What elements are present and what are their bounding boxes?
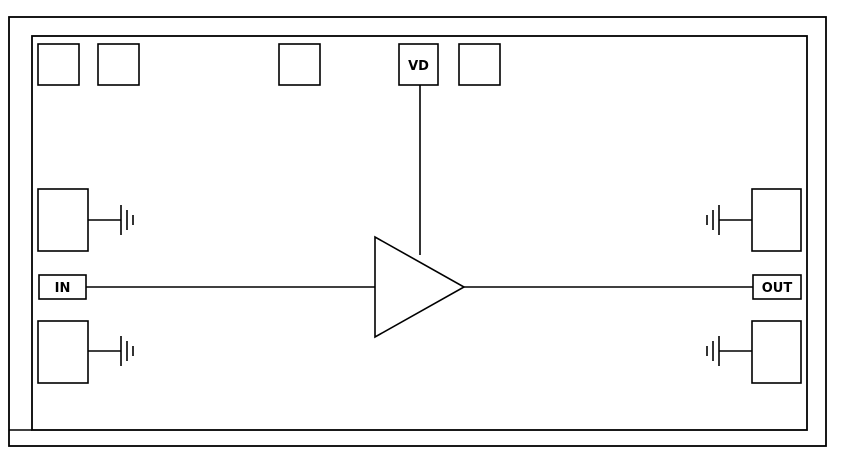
ground-symbol-icon xyxy=(88,336,134,366)
left-ground-pad-upper xyxy=(37,188,89,252)
die-boundary xyxy=(31,35,808,431)
chip-outline xyxy=(8,16,827,447)
ground-symbol-icon xyxy=(706,336,752,366)
ground-symbol-icon xyxy=(706,205,752,235)
right-ground-pad-lower xyxy=(751,320,802,384)
top-pad-1 xyxy=(37,43,80,86)
left-ground-pad-lower xyxy=(37,320,89,384)
right-ground-pad-upper xyxy=(751,188,802,252)
top-pad-3 xyxy=(278,43,321,86)
in-label: IN xyxy=(55,281,71,296)
top-pad-2 xyxy=(97,43,140,86)
in-pad xyxy=(38,274,87,300)
out-pad xyxy=(752,274,802,300)
vd-label: VD xyxy=(408,59,429,74)
top-pad-5 xyxy=(458,43,501,86)
vd-pad xyxy=(398,43,439,86)
ground-symbol-icon xyxy=(88,205,134,235)
out-label: OUT xyxy=(762,281,793,296)
